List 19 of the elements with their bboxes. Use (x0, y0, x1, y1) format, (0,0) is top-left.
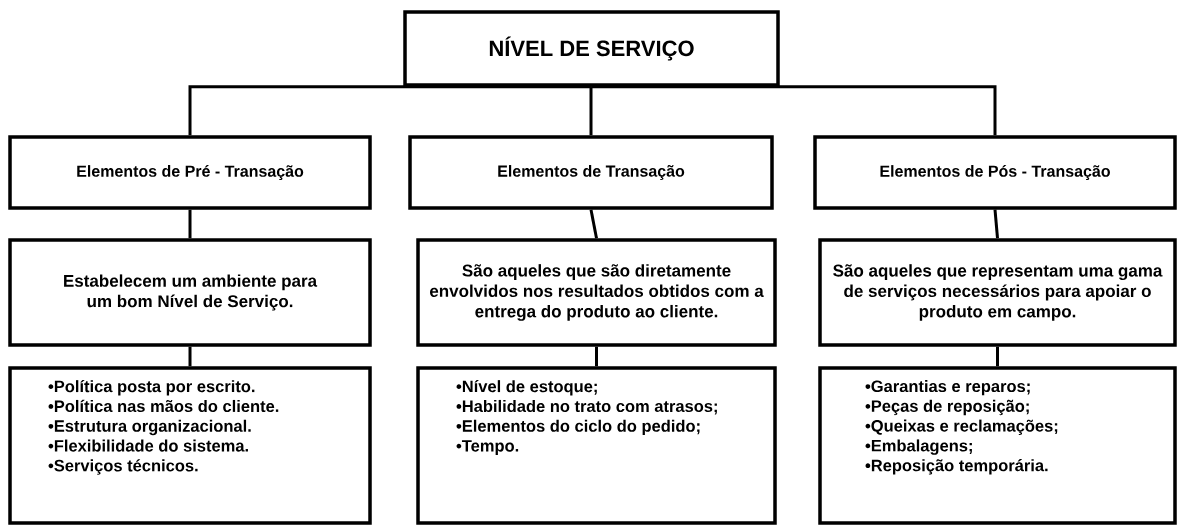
connector-line (996, 346, 999, 367)
connector-line (595, 346, 598, 367)
list-box: •Garantias e reparos; •Peças de reposição; •Queixas e reclamações; •Embalagens; •Reposição temporária. (818, 366, 1177, 525)
connector-line (188, 85, 592, 136)
process-box: Elementos de Pré - Transação (8, 135, 372, 210)
process-box: Estabelecem um ambiente para um bom Nível de Serviço. (8, 238, 372, 347)
connector-line (188, 346, 192, 367)
connector-line (589, 209, 598, 239)
list-box: •Nível de estoque; •Habilidade no trato com atrasos; •Elementos do ciclo do pedido; •Tempo. (416, 366, 777, 525)
connector-line (591, 85, 997, 136)
connector-line (589, 85, 593, 136)
connector-line (993, 209, 999, 239)
process-box: São aqueles que são diretamente envolvidos nos resultados obtidos com a entrega do produto ao cliente. (416, 238, 777, 347)
process-box: São aqueles que representam uma gama de serviços necessários para apoiar o produto em campo. (818, 238, 1177, 347)
list-box: •Política posta por escrito. •Política nas mãos do cliente. •Estrutura organizacional. •Flexibilidade do sistema. •Serviços técnicos. (8, 366, 372, 525)
connector-line (188, 209, 192, 239)
process-box: NÍVEL DE SERVIÇO (403, 10, 780, 87)
process-box: Elementos de Pós - Transação (813, 135, 1177, 210)
process-box: Elementos de Transação (408, 135, 774, 210)
